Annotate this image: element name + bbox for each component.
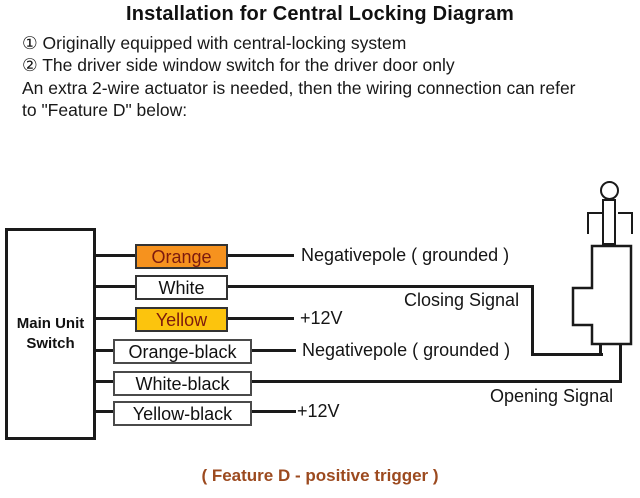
note-line-4: to "Feature D" below:	[22, 100, 188, 120]
wire-label-orange: Orange	[135, 244, 228, 269]
wire-label-orange-black: Orange-black	[113, 339, 252, 364]
actuator-bracket-right-icon	[618, 212, 633, 234]
door-lock-actuator-icon	[571, 244, 633, 346]
note-line-3: An extra 2-wire actuator is needed, then…	[22, 78, 576, 98]
actuator-bracket-left-icon	[587, 212, 602, 234]
annotation-plus12v-2: +12V	[297, 401, 340, 421]
wire-label-yellow: Yellow	[135, 307, 228, 332]
annotation-closing-signal: Closing Signal	[404, 290, 520, 310]
wire-white-to-actuator	[531, 353, 603, 356]
annotation-negativepole-1: Negativepole ( grounded )	[301, 245, 510, 265]
main-unit-label-line1: Main Unit	[16, 314, 85, 332]
wire-label-white: White	[135, 275, 228, 300]
wire-white-black	[96, 380, 622, 383]
main-unit-switch-box: Main Unit Switch	[5, 228, 96, 440]
actuator-stem-icon	[602, 199, 616, 245]
actuator-pin-closing	[599, 343, 602, 356]
feature-d-caption: ( Feature D - positive trigger )	[201, 466, 439, 485]
note-line-1: ① Originally equipped with central-locki…	[22, 33, 407, 53]
wire-white-vertical	[531, 285, 534, 356]
annotation-plus12v-1: +12V	[300, 308, 343, 328]
wire-white	[96, 285, 534, 288]
actuator-knob-icon	[600, 181, 619, 200]
wire-label-yellow-black: Yellow-black	[113, 401, 252, 426]
annotation-opening-signal: Opening Signal	[490, 386, 614, 406]
wire-label-white-black: White-black	[113, 371, 252, 396]
main-unit-label-line2: Switch	[26, 335, 75, 352]
actuator-pin-opening	[619, 343, 622, 383]
page-title: Installation for Central Locking Diagram	[125, 3, 515, 25]
note-line-2: ② The driver side window switch for the …	[22, 55, 455, 75]
annotation-negativepole-2: Negativepole ( grounded )	[302, 340, 511, 360]
